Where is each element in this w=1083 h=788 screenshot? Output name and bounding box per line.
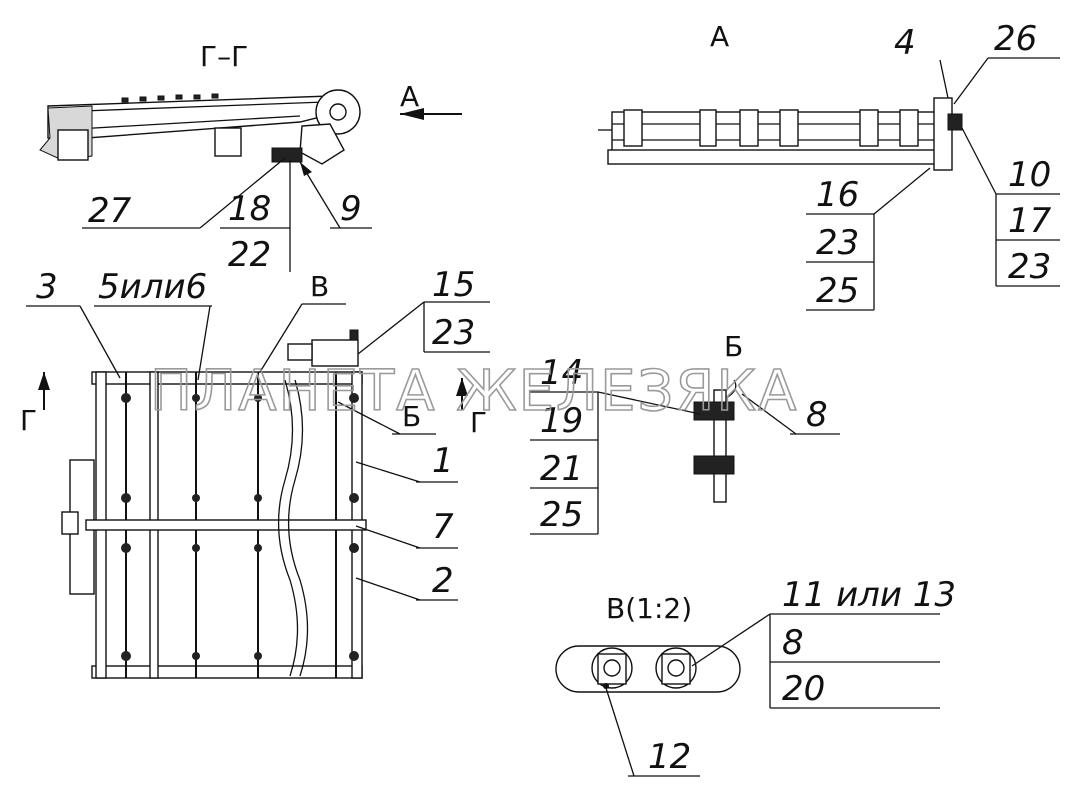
view-v: В(1:2) 11 или 13 8 20 12 (555, 575, 956, 777)
main-plan-view: Г Г 3 5или6 В 15 23 Б 1 7 2 (20, 265, 490, 679)
callout-17: 17 (1008, 201, 1052, 241)
callout-11or13: 11 или 13 (782, 575, 956, 615)
callout-25-b: 25 (540, 495, 583, 535)
callout-8-b: 8 (806, 395, 828, 435)
callout-2: 2 (432, 561, 454, 601)
callout-23-b: 23 (816, 223, 859, 263)
callout-4: 4 (894, 23, 916, 63)
view-b: Б 14 19 21 25 8 (530, 330, 840, 535)
section-gg-title: Г–Г (200, 40, 248, 73)
callout-20: 20 (782, 669, 825, 709)
callout-23-c: 23 (432, 313, 475, 353)
callout-26: 26 (994, 19, 1037, 59)
callout-27: 27 (88, 191, 132, 231)
callout-mark-b-main: Б (402, 400, 421, 433)
callout-7: 7 (432, 507, 454, 547)
callout-10: 10 (1008, 155, 1051, 195)
callout-19: 19 (540, 401, 583, 441)
callout-14: 14 (540, 353, 583, 393)
callout-mark-v-main: В (310, 270, 329, 303)
callout-23-a: 23 (1008, 247, 1051, 287)
callout-21: 21 (540, 449, 583, 489)
view-b-title: Б (724, 330, 743, 363)
cut-mark-g-left: Г (20, 404, 37, 437)
callout-22: 22 (228, 235, 271, 275)
callout-1: 1 (432, 441, 454, 481)
callout-5or6: 5или6 (98, 267, 207, 307)
callout-18: 18 (228, 189, 271, 229)
view-v-title: В(1:2) (606, 592, 692, 625)
arrow-a-label: А (400, 80, 419, 113)
callout-3: 3 (36, 267, 58, 307)
view-a: А 4 26 10 17 23 16 2 (598, 19, 1060, 311)
cut-mark-g-right: Г (470, 406, 487, 439)
watermark-text: ПЛАНЕТА ЖЕЛЕЗЯКА (150, 359, 798, 424)
callout-16: 16 (816, 175, 859, 215)
callout-8-v: 8 (782, 623, 804, 663)
callout-9: 9 (340, 189, 362, 229)
view-a-title: А (710, 20, 729, 53)
callout-25-a: 25 (816, 271, 859, 311)
section-gg-view: Г–Г А 27 18 22 (39, 40, 462, 275)
callout-15: 15 (432, 265, 475, 305)
callout-12: 12 (648, 737, 691, 777)
